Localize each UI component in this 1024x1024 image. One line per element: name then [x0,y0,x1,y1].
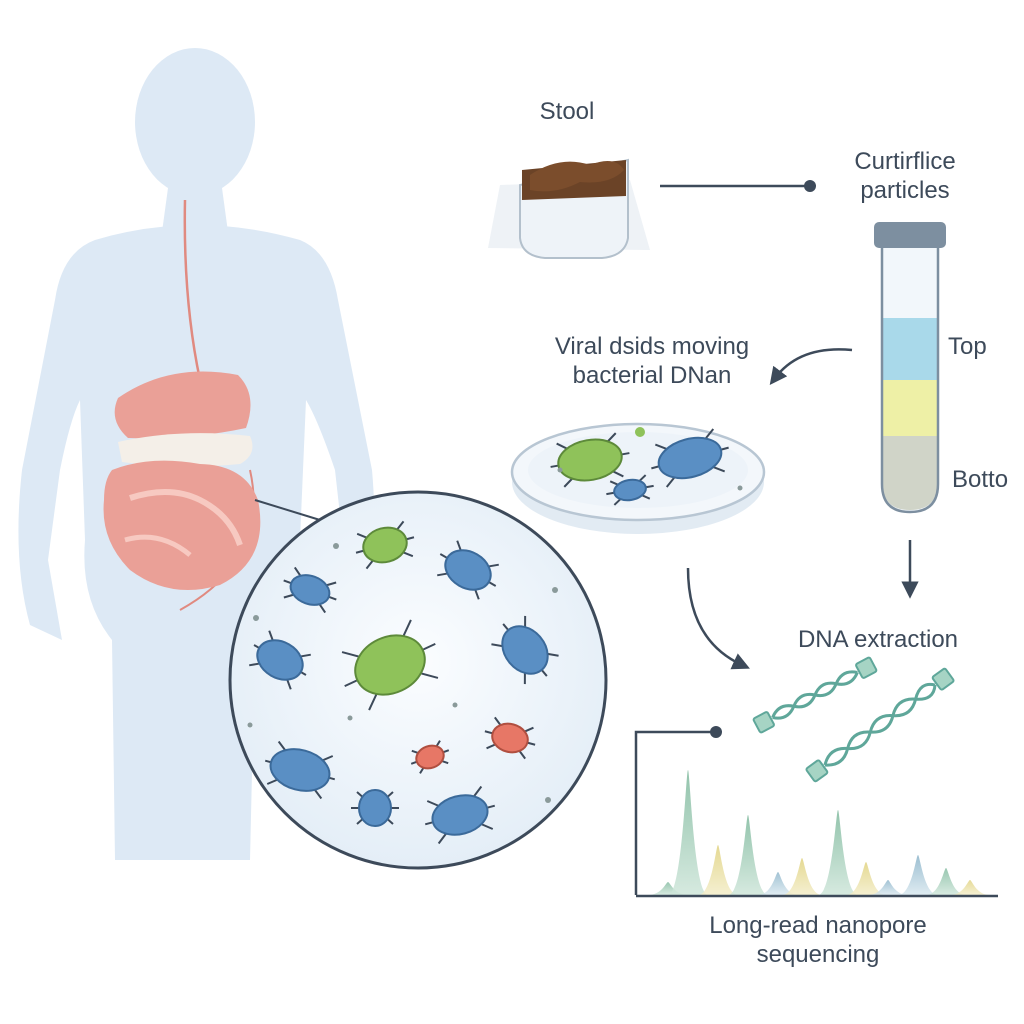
digestive-tract-icon [103,199,261,611]
particles-label: Curtirflice particles [830,148,980,206]
sequencing-label-line1: Long-read nanopore [709,912,927,939]
particles-label-line2: particles [860,176,950,204]
particles-label-line1: Curtirflice [854,148,956,175]
viral-label-line2: bacterial DNan [572,361,732,389]
sequencing-label-line2: sequencing [756,940,880,968]
centrifuge-tube-icon [874,222,946,514]
petri-dish-icon [510,422,766,534]
stool-container-icon [488,158,650,259]
tube-bottom-label: Botto [952,466,1009,493]
dna-extraction-label: DNA extraction [797,626,959,653]
dna-strand-icon [752,656,955,783]
sequencing-peaks-icon [636,770,998,898]
viral-label-line1: Viral dsids moving [554,333,750,360]
microbe-icon [247,520,559,845]
tube-top-label: Top [948,333,987,360]
stool-label: Stool [539,98,595,125]
sequencing-label: Long-read nanopore sequencing [668,912,968,970]
tube-to-viral-arrow [769,348,853,385]
gut-to-magnifier-connector [254,499,321,521]
dna-to-sequencing-connector [634,730,712,895]
viral-label: Viral dsids moving bacterial DNan [512,333,792,391]
dish-to-dna-arrow [686,567,750,670]
